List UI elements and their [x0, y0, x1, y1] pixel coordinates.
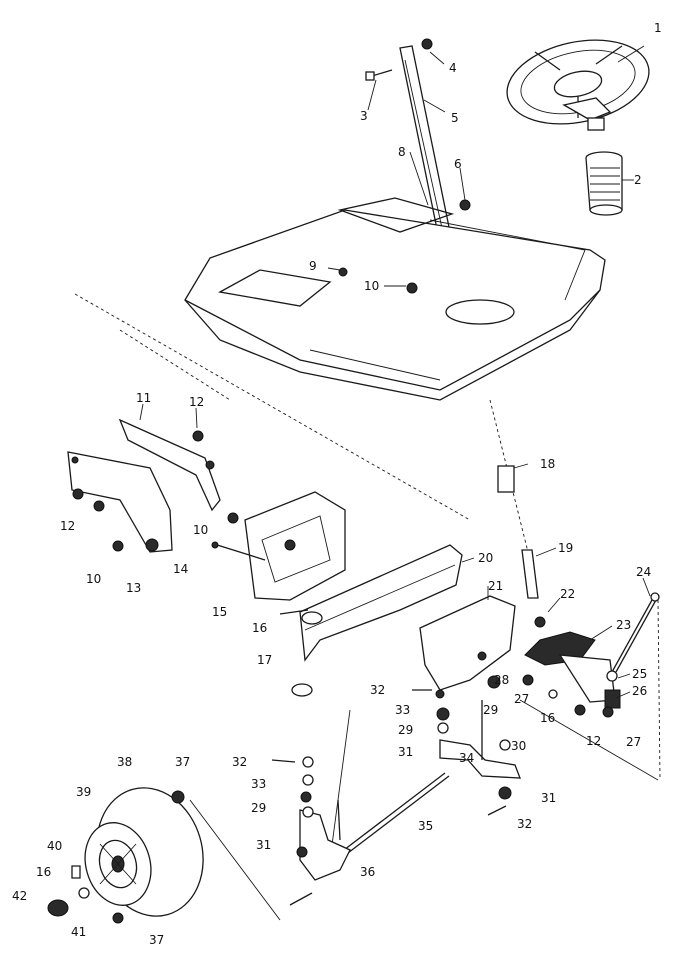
callout-24: 24 [636, 565, 651, 579]
callout-28: 28 [494, 673, 509, 687]
left-spindle [289, 756, 351, 906]
callout-36: 36 [360, 865, 375, 879]
callout-42: 42 [12, 889, 27, 903]
callout-31-left: 31 [256, 838, 271, 852]
steering-wheel [506, 39, 650, 131]
callout-10-dash: 10 [364, 279, 379, 293]
callout-41: 41 [71, 925, 86, 939]
callout-12-top: 12 [189, 395, 204, 409]
callout-6: 6 [454, 157, 462, 171]
callout-39: 39 [76, 785, 91, 799]
callout-30: 30 [511, 739, 526, 753]
callout-23: 23 [616, 618, 631, 632]
callout-1: 1 [654, 21, 662, 35]
callout-33-top: 33 [395, 703, 410, 717]
callout-14: 14 [173, 562, 188, 576]
callout-29-right: 29 [483, 703, 498, 717]
tie-rod [339, 772, 450, 857]
callout-33-left: 33 [251, 777, 266, 791]
callout-10-mid: 10 [193, 523, 208, 537]
callout-32-right: 32 [517, 817, 532, 831]
right-axle-bracket [419, 595, 516, 691]
callout-21: 21 [488, 579, 503, 593]
lower-steering-shaft [497, 465, 546, 628]
callout-19: 19 [558, 541, 573, 555]
callout-2: 2 [634, 173, 642, 187]
callout-9: 9 [309, 259, 317, 273]
left-frame-bracket [67, 418, 221, 553]
callout-32-left: 32 [232, 755, 247, 769]
spindle-knuckle [436, 700, 521, 800]
callout-15: 15 [212, 605, 227, 619]
drag-link [604, 592, 660, 709]
callout-35: 35 [418, 819, 433, 833]
callout-13: 13 [126, 581, 141, 595]
front-wheel [47, 787, 204, 924]
callout-26: 26 [632, 684, 647, 698]
callout-38: 38 [117, 755, 132, 769]
callout-37-top: 37 [175, 755, 190, 769]
callout-25: 25 [632, 667, 647, 681]
callout-18: 18 [540, 457, 555, 471]
callout-12-right: 12 [586, 734, 601, 748]
callout-11: 11 [136, 391, 151, 405]
bellows-boot [585, 151, 623, 216]
callout-8: 8 [398, 145, 406, 159]
callout-37-bottom: 37 [149, 933, 164, 947]
callout-31-top: 31 [398, 745, 413, 759]
callout-29-top: 29 [398, 723, 413, 737]
callout-4: 4 [449, 61, 457, 75]
callout-27-mid: 27 [514, 692, 529, 706]
callout-16-axle: 16 [252, 621, 267, 635]
callout-31-right: 31 [541, 791, 556, 805]
callout-10-low: 10 [86, 572, 101, 586]
front-axle [291, 544, 463, 697]
leader-lines [74, 293, 661, 921]
callout-leaders [139, 45, 651, 699]
callout-16-right: 16 [540, 711, 555, 725]
callout-40: 40 [47, 839, 62, 853]
callout-34: 34 [459, 751, 474, 765]
callout-labels: 1 2 3 4 5 6 8 9 10 11 12 12 10 10 13 14 … [12, 21, 662, 947]
fasteners [271, 609, 614, 818]
callout-32-top: 32 [370, 683, 385, 697]
callout-3: 3 [360, 109, 368, 123]
callout-5: 5 [451, 111, 459, 125]
callout-12-left: 12 [60, 519, 75, 533]
axle-mount-plate [211, 491, 346, 601]
callout-22: 22 [560, 587, 575, 601]
sector-gear [524, 631, 616, 703]
callout-27-right: 27 [626, 735, 641, 749]
callout-17: 17 [257, 653, 272, 667]
callout-16-wheel: 16 [36, 865, 51, 879]
dash-panel [184, 197, 606, 401]
callout-29-left: 29 [251, 801, 266, 815]
callout-20: 20 [478, 551, 493, 565]
